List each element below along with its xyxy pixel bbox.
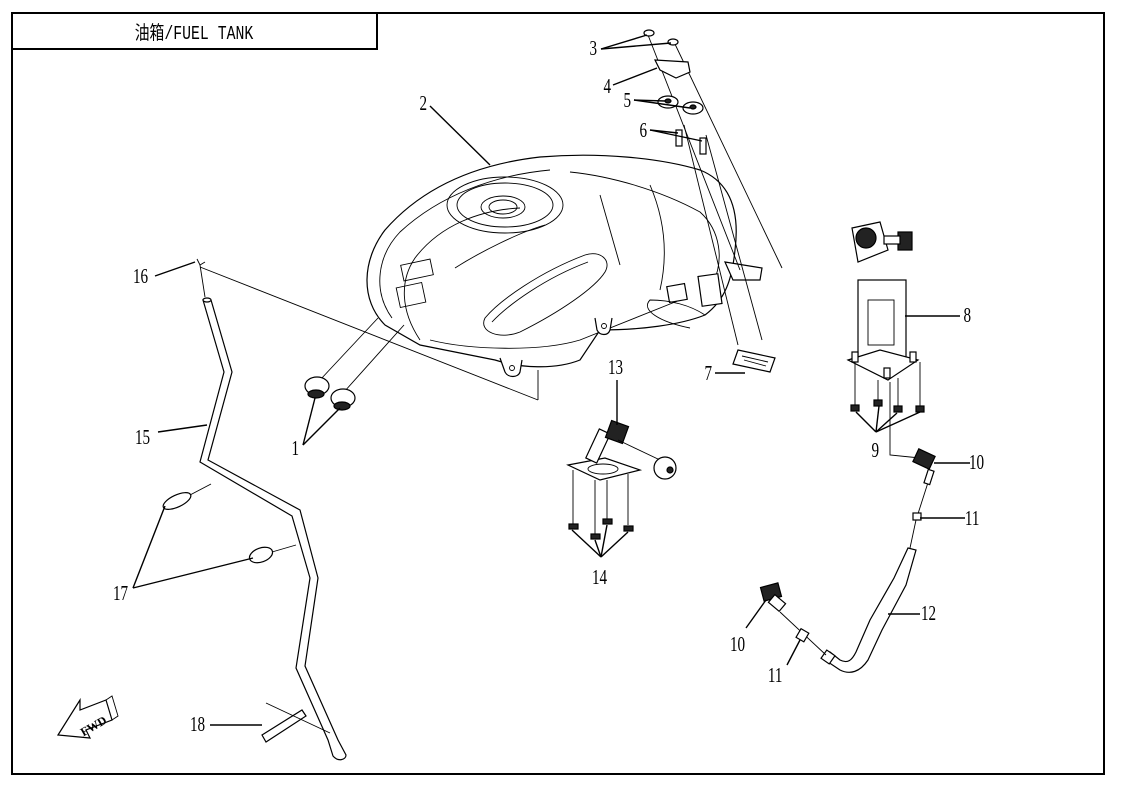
mount-hardware-stack bbox=[643, 29, 783, 373]
callout-17: 17 bbox=[112, 581, 129, 605]
callout-9: 9 bbox=[871, 438, 880, 462]
callout-3: 3 bbox=[589, 36, 598, 60]
callout-4: 4 bbox=[603, 74, 612, 98]
callout-11-upper: 11 bbox=[964, 506, 980, 530]
callout-5: 5 bbox=[623, 88, 632, 112]
fuel-level-sender bbox=[566, 419, 677, 540]
fuel-tank bbox=[366, 154, 763, 378]
callout-7: 7 bbox=[704, 361, 713, 385]
title-box: 油箱/FUEL TANK bbox=[11, 12, 378, 50]
callout-10-upper: 10 bbox=[968, 450, 985, 474]
forward-direction-arrow: FWD bbox=[56, 695, 119, 739]
callout-18: 18 bbox=[189, 712, 206, 736]
fuel-pump bbox=[846, 221, 925, 459]
callout-8: 8 bbox=[963, 303, 972, 327]
callout-1: 1 bbox=[291, 436, 300, 460]
breather-hose-assembly bbox=[162, 258, 347, 761]
callout-12: 12 bbox=[920, 601, 937, 625]
callout-15: 15 bbox=[134, 425, 151, 449]
drain-grommets bbox=[199, 266, 539, 411]
callout-13: 13 bbox=[607, 355, 624, 379]
diagram-title: 油箱/FUEL TANK bbox=[135, 22, 254, 45]
leader-lines bbox=[132, 34, 970, 726]
diagram-border bbox=[11, 12, 1105, 775]
callout-16: 16 bbox=[132, 264, 149, 288]
callout-14: 14 bbox=[591, 565, 608, 589]
callout-6: 6 bbox=[639, 118, 648, 142]
callout-10-lower: 10 bbox=[729, 632, 746, 656]
fuel-line-assembly bbox=[759, 448, 936, 673]
callout-11-lower: 11 bbox=[767, 663, 783, 687]
callout-2: 2 bbox=[419, 91, 428, 115]
